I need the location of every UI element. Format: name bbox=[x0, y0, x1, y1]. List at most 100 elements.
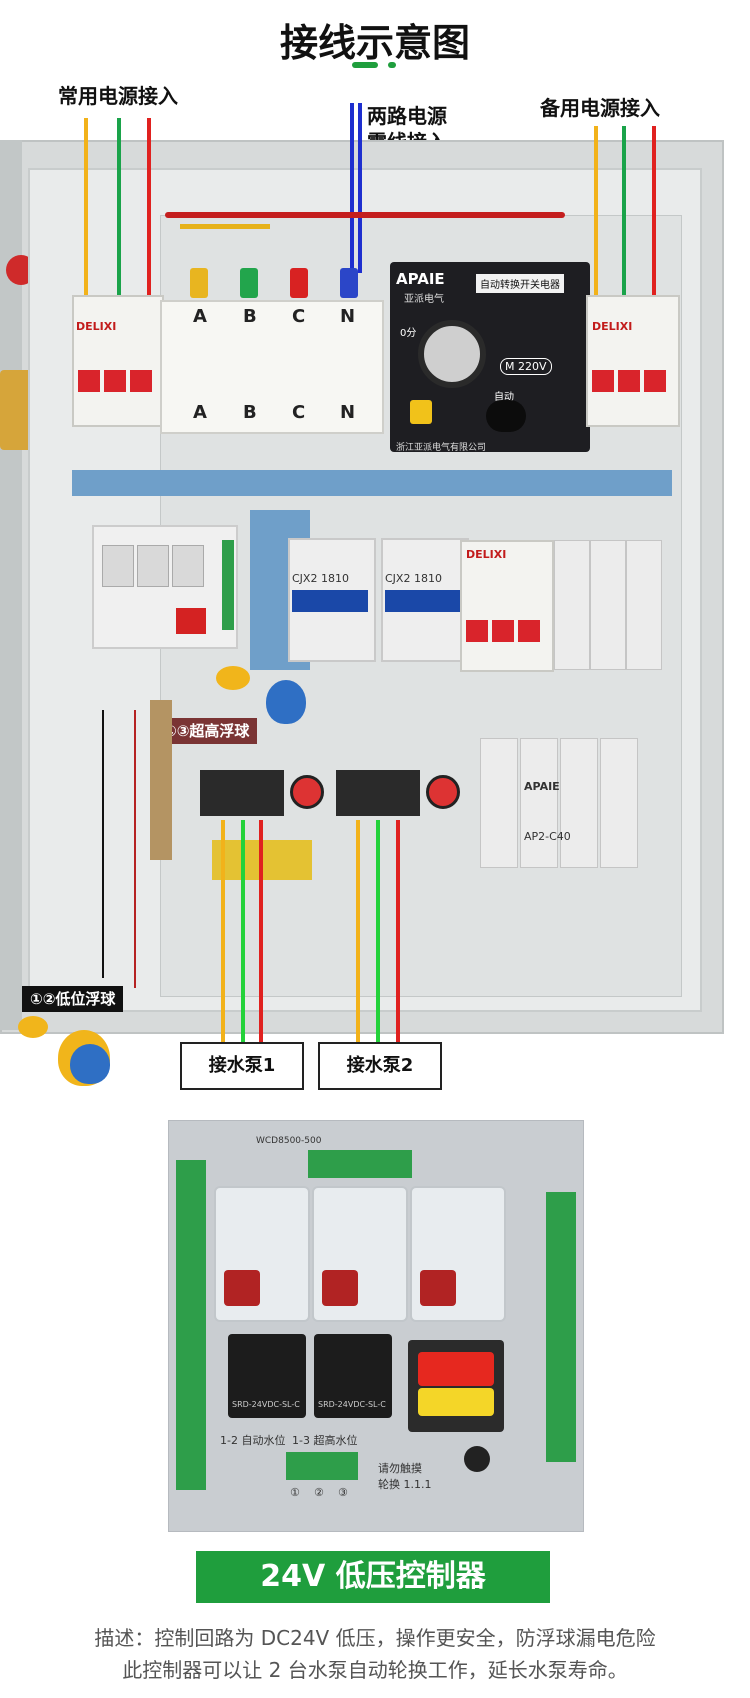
ats-top-a: A bbox=[193, 306, 207, 327]
title-dash-green bbox=[352, 62, 378, 68]
pump2-wire-red bbox=[396, 820, 400, 1050]
control-board-relay-1 bbox=[102, 545, 134, 587]
photo-terminal-number-2: ② bbox=[314, 1486, 324, 1499]
main-breaker-toggle-3[interactable] bbox=[130, 370, 152, 392]
neutral-bar bbox=[150, 700, 172, 860]
controller-brand-cn: 亚派电气 bbox=[404, 294, 444, 305]
controller-mark-zero: 0分 bbox=[400, 328, 417, 339]
ats-bottom-b: B bbox=[243, 402, 257, 423]
contactor-1-face bbox=[292, 590, 368, 612]
wire-top-red-loop bbox=[165, 212, 565, 218]
backup-breaker bbox=[586, 295, 680, 427]
float-low-icon-body bbox=[70, 1044, 110, 1084]
neutral-label-line1: 两路电源 bbox=[367, 104, 447, 128]
backup-power-label: 备用电源接入 bbox=[540, 96, 660, 120]
controller-board-photo bbox=[168, 1120, 584, 1532]
control-board-relay-3 bbox=[172, 545, 204, 587]
pump-breaker-toggle-3[interactable] bbox=[518, 620, 540, 642]
photo-relay-3 bbox=[410, 1186, 506, 1322]
breaker-module-3 bbox=[626, 540, 662, 670]
photo-terminal-number-3: ③ bbox=[338, 1486, 348, 1499]
control-board-terminal-strip bbox=[222, 540, 234, 630]
float-low-tag: ①②低位浮球 bbox=[22, 986, 124, 1012]
main-breaker-toggle-2[interactable] bbox=[104, 370, 126, 392]
spd-module-2 bbox=[520, 738, 558, 868]
wire-yellow-main bbox=[84, 118, 88, 298]
ats-terminal-green bbox=[240, 268, 258, 298]
breaker-module-2 bbox=[590, 540, 626, 670]
photo-dc-relay-2 bbox=[314, 1334, 392, 1418]
wire-top-yellow-loop bbox=[180, 224, 270, 229]
breaker-module-1 bbox=[554, 540, 590, 670]
controller-knob[interactable] bbox=[418, 320, 486, 388]
float-high-tag: ①③超高浮球 bbox=[156, 718, 258, 744]
spd-brand: APAIE bbox=[524, 780, 560, 793]
wire-green-main bbox=[117, 118, 121, 298]
pump2-wire-yellow bbox=[356, 820, 360, 1050]
backup-breaker-toggle-1[interactable] bbox=[592, 370, 614, 392]
ats-top-c: C bbox=[292, 306, 306, 327]
pump2-wire-green bbox=[376, 820, 380, 1050]
main-breaker bbox=[72, 295, 164, 427]
title-dash-green-dot bbox=[388, 62, 396, 68]
ats-terminal-red bbox=[290, 268, 308, 298]
din-rail-blue bbox=[72, 470, 672, 496]
pump1-wire-yellow bbox=[221, 820, 225, 1050]
pump-breaker-toggle-2[interactable] bbox=[492, 620, 514, 642]
controller-voltage: M 220V bbox=[500, 358, 552, 375]
spd-module-1 bbox=[480, 738, 518, 868]
contactor-1-model: CJX2 1810 bbox=[292, 572, 349, 585]
ats-bottom-c: C bbox=[292, 402, 306, 423]
backup-breaker-toggle-2[interactable] bbox=[618, 370, 640, 392]
pump-breaker bbox=[460, 540, 554, 672]
photo-terminal-right bbox=[546, 1192, 576, 1462]
thermal-dial-1[interactable] bbox=[290, 775, 324, 809]
pump2-label: 接水泵2 bbox=[318, 1042, 442, 1090]
wire-green-backup bbox=[622, 126, 626, 298]
backup-breaker-toggle-3[interactable] bbox=[644, 370, 666, 392]
photo-dc-relay-1-text: SRD-24VDC-SL-C bbox=[232, 1400, 300, 1409]
ats-bottom-a: A bbox=[193, 402, 207, 423]
controller-brand: APAIE bbox=[396, 270, 445, 288]
description-line-1: 描述：控制回路为 DC24V 低压，操作更安全，防浮球漏电危险 bbox=[94, 1626, 656, 1650]
wire-yellow-backup bbox=[594, 126, 598, 298]
photo-terminal-label-1: 1-2 自动水位 bbox=[220, 1434, 286, 1447]
ats-bottom-n: N bbox=[340, 402, 356, 423]
thermal-dial-2[interactable] bbox=[426, 775, 460, 809]
ats-terminal-blue bbox=[340, 268, 358, 298]
transfer-switch bbox=[160, 300, 384, 434]
photo-dc-relay-2-text: SRD-24VDC-SL-C bbox=[318, 1400, 386, 1409]
contactor-2-face bbox=[385, 590, 461, 612]
pump1-wire-red bbox=[259, 820, 263, 1050]
backup-breaker-brand: DELIXI bbox=[592, 320, 633, 333]
description-line-2: 此控制器可以让 2 台水泵自动轮换工作，延长水泵寿命。 bbox=[122, 1658, 628, 1682]
pump-breaker-brand: DELIXI bbox=[466, 548, 507, 561]
ats-terminal-yellow bbox=[190, 268, 208, 298]
page-title: 接线示意图 bbox=[279, 21, 470, 65]
pump1-label: 接水泵1 bbox=[180, 1042, 304, 1090]
photo-transformer-yellow bbox=[418, 1388, 494, 1416]
main-power-label: 常用电源接入 bbox=[58, 84, 178, 108]
photo-board-label: WCD8500-500 bbox=[256, 1136, 322, 1146]
photo-dc-relay-1 bbox=[228, 1334, 306, 1418]
float-low-wire-red bbox=[134, 710, 136, 988]
photo-capacitor bbox=[464, 1446, 490, 1472]
ats-top-n: N bbox=[340, 306, 356, 327]
wire-blue-neutral-2 bbox=[358, 103, 362, 273]
float-low-wire-black bbox=[102, 710, 104, 978]
thermal-relay-2 bbox=[336, 770, 420, 816]
photo-relay-1-coil bbox=[224, 1270, 260, 1306]
photo-relay-2-coil bbox=[322, 1270, 358, 1306]
photo-terminal-number-1: ① bbox=[290, 1486, 300, 1499]
main-breaker-brand: DELIXI bbox=[76, 320, 117, 333]
controller-name: 自动转换开关电器 bbox=[476, 274, 564, 293]
float-low-cap bbox=[18, 1016, 48, 1038]
photo-warning: 请勿触摸 bbox=[378, 1462, 422, 1475]
wire-blue-neutral-1 bbox=[350, 103, 354, 273]
main-breaker-toggle-1[interactable] bbox=[78, 370, 100, 392]
float-high-cap bbox=[216, 666, 250, 690]
lock-icon bbox=[410, 400, 432, 424]
photo-terminal-left bbox=[176, 1160, 206, 1490]
pump-breaker-toggle-1[interactable] bbox=[466, 620, 488, 642]
controller-handle[interactable] bbox=[486, 400, 526, 432]
